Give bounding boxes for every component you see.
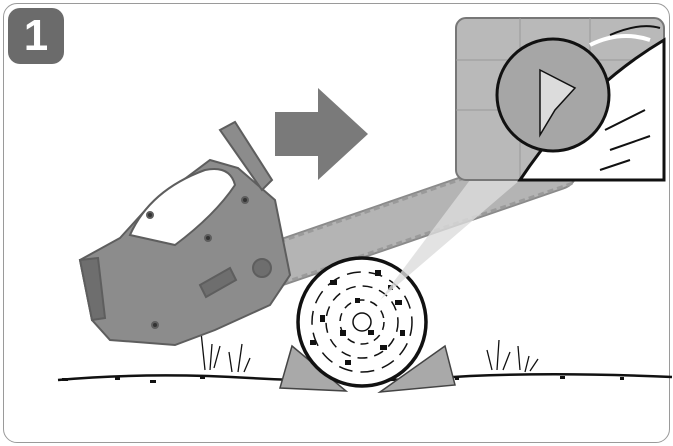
log-end xyxy=(298,258,426,386)
detail-inset xyxy=(456,18,664,180)
chainsaw xyxy=(80,122,290,345)
direction-arrow xyxy=(275,88,368,180)
